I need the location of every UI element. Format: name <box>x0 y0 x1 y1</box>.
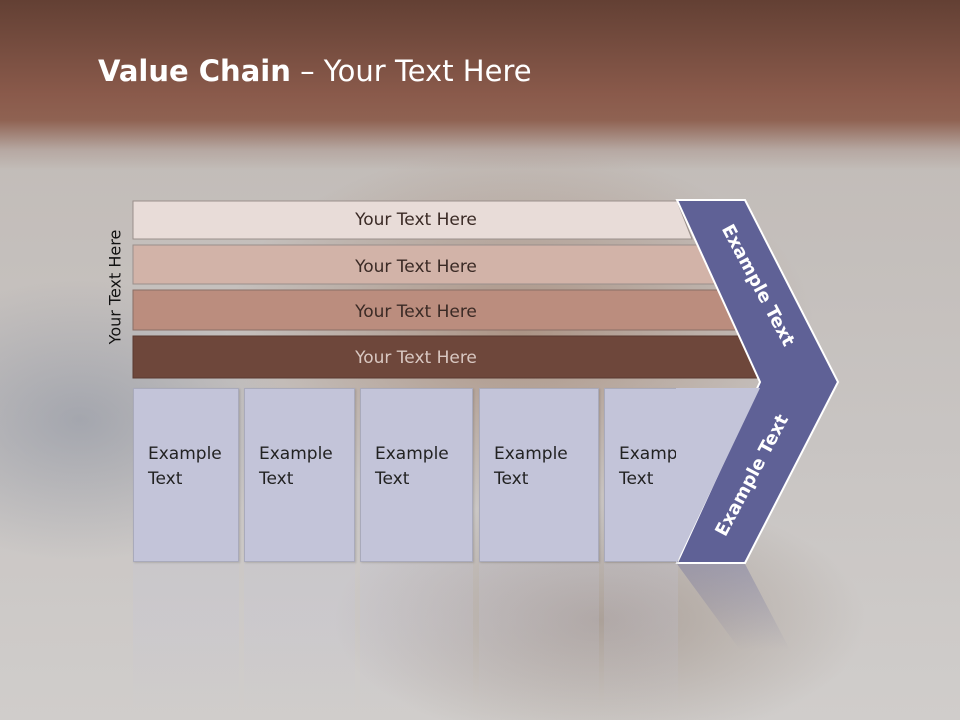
column-5-tail <box>676 388 760 562</box>
column-reflection-3 <box>360 563 473 713</box>
column-reflection-5 <box>604 563 678 713</box>
band-1-label: Your Text Here <box>354 210 477 230</box>
band-3-label: Your Text Here <box>354 302 477 322</box>
column-3-line1: Example <box>375 444 449 464</box>
column-reflection-4 <box>479 563 599 713</box>
column-5-line1: Example <box>619 444 693 464</box>
column-4-line1: Example <box>494 444 568 464</box>
slide-title-bold: Value Chain <box>98 54 291 88</box>
column-2-line1: Example <box>259 444 333 464</box>
column-5-line2: Text <box>619 469 654 489</box>
column-3-line2: Text <box>375 469 410 489</box>
band-4-label: Your Text Here <box>354 348 477 368</box>
column-1-line1: Example <box>148 444 222 464</box>
column-2-line2: Text <box>259 469 294 489</box>
band-1[interactable] <box>132 200 693 240</box>
column-4-line2: Text <box>494 469 529 489</box>
column-1-line2: Text <box>148 469 183 489</box>
chevron-arrow[interactable] <box>675 199 840 564</box>
slide-title: Value Chain – Your Text Here <box>98 54 532 88</box>
chevron-reflection <box>677 564 790 650</box>
slide-title-rest: – Your Text Here <box>290 54 532 88</box>
column-reflection-2 <box>244 563 355 713</box>
column-reflection-1 <box>133 563 239 713</box>
band-2-label: Your Text Here <box>354 257 477 277</box>
title-band <box>0 0 960 170</box>
